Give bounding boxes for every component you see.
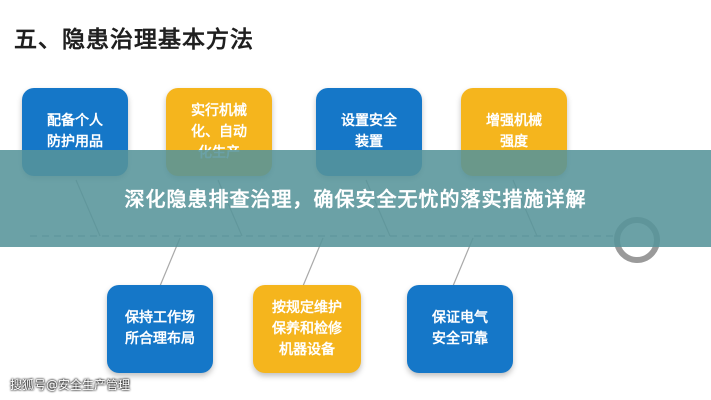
method-box-mechanical-strength-label: 增强机械 强度 — [486, 113, 542, 150]
method-box-electrical: 保证电气 安全可靠 — [407, 285, 513, 373]
title-banner: 深化隐患排查治理，确保安全无忧的落实措施详解 — [0, 150, 711, 247]
method-box-maintenance: 按规定维护 保养和检修 机器设备 — [253, 285, 361, 373]
method-box-ppe-label: 配备个人 防护用品 — [47, 113, 103, 150]
method-box-layout: 保持工作场 所合理布局 — [107, 285, 213, 373]
method-box-maintenance-label: 按规定维护 保养和检修 机器设备 — [272, 299, 342, 358]
method-box-safety-device-label: 设置安全 装置 — [341, 113, 397, 150]
watermark-text: 搜狐号@安全生产管理 — [10, 378, 131, 392]
slide-heading: 五、隐患治理基本方法 — [14, 27, 254, 53]
method-box-electrical-label: 保证电气 安全可靠 — [432, 310, 488, 347]
method-box-layout-label: 保持工作场 所合理布局 — [125, 310, 195, 347]
banner-title: 深化隐患排查治理，确保安全无忧的落实措施详解 — [124, 186, 587, 211]
